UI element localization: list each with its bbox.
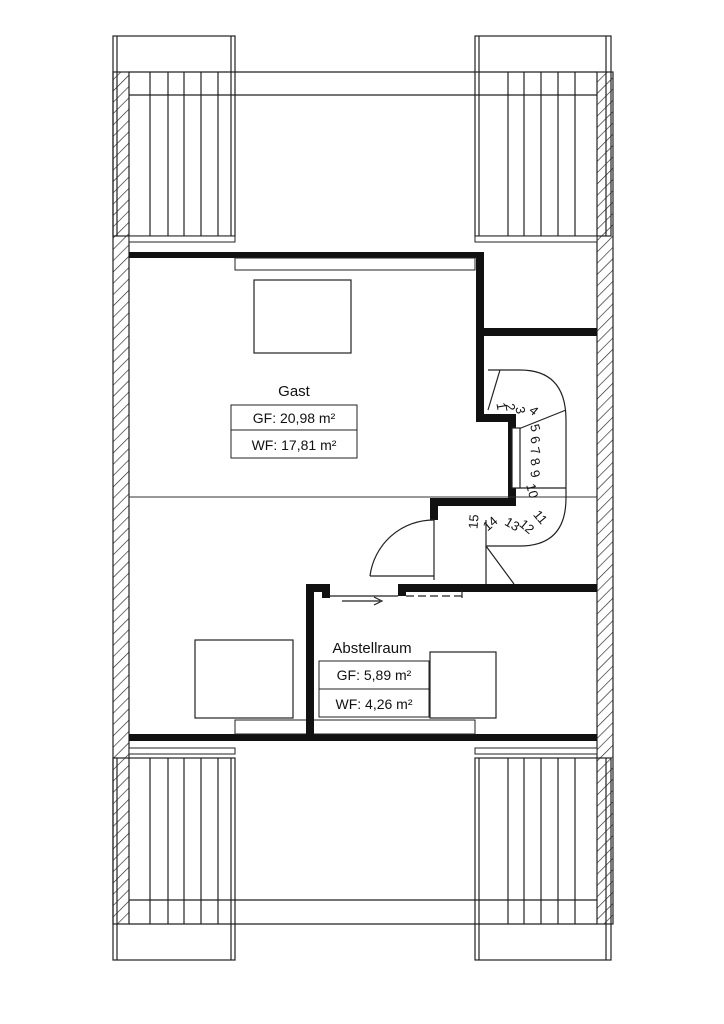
stair-step-14: 14 bbox=[480, 513, 501, 534]
stair-step-1: 1 bbox=[493, 401, 509, 411]
dormer-bottom-right bbox=[474, 757, 612, 961]
room-wf-abstellraum: WF: 4,26 m² bbox=[335, 696, 412, 712]
stair-step-8: 8 bbox=[527, 456, 543, 467]
skylight-bottom-left bbox=[194, 639, 294, 719]
room-gf-gast: GF: 20,98 m² bbox=[253, 410, 336, 426]
outer-frame bbox=[129, 71, 597, 925]
stair-step-7: 7 bbox=[527, 445, 543, 456]
stair-step-9: 9 bbox=[527, 468, 543, 479]
dormer-top-left bbox=[112, 35, 236, 237]
stair-step-6: 6 bbox=[527, 434, 543, 445]
stair-step-10: 10 bbox=[523, 482, 541, 500]
stair-step-13: 13 bbox=[502, 514, 522, 534]
stair-step-15: 15 bbox=[465, 514, 481, 530]
stair-step-2: 2 bbox=[502, 402, 518, 412]
room-gf-abstellraum: GF: 5,89 m² bbox=[337, 667, 412, 683]
skylight-bottom-right bbox=[429, 651, 497, 719]
dormer-top-right bbox=[474, 35, 612, 237]
room-wf-gast: WF: 17,81 m² bbox=[252, 437, 337, 453]
right-hatched-wall bbox=[596, 71, 614, 925]
stair-step-4: 4 bbox=[526, 402, 541, 418]
room-name-abstellraum: Abstellraum bbox=[332, 640, 411, 657]
room-label-abstellraum: Abstellraum GF: 5,89 m² WF: 4,26 m² bbox=[318, 640, 430, 718]
room-name-gast: Gast bbox=[278, 383, 311, 400]
knee-wall-bottom bbox=[128, 719, 598, 755]
knee-wall-top bbox=[128, 235, 598, 271]
spiral-stair bbox=[485, 369, 567, 585]
sliding-door bbox=[330, 590, 463, 606]
door-swing bbox=[369, 519, 435, 580]
dormer-bottom-left bbox=[112, 757, 236, 961]
room-label-gast: Gast GF: 20,98 m² WF: 17,81 m² bbox=[230, 383, 358, 459]
stair-step-5: 5 bbox=[527, 422, 543, 433]
stair-step-3: 3 bbox=[512, 405, 528, 415]
left-hatched-wall bbox=[112, 71, 130, 925]
skylight-top bbox=[253, 279, 352, 354]
